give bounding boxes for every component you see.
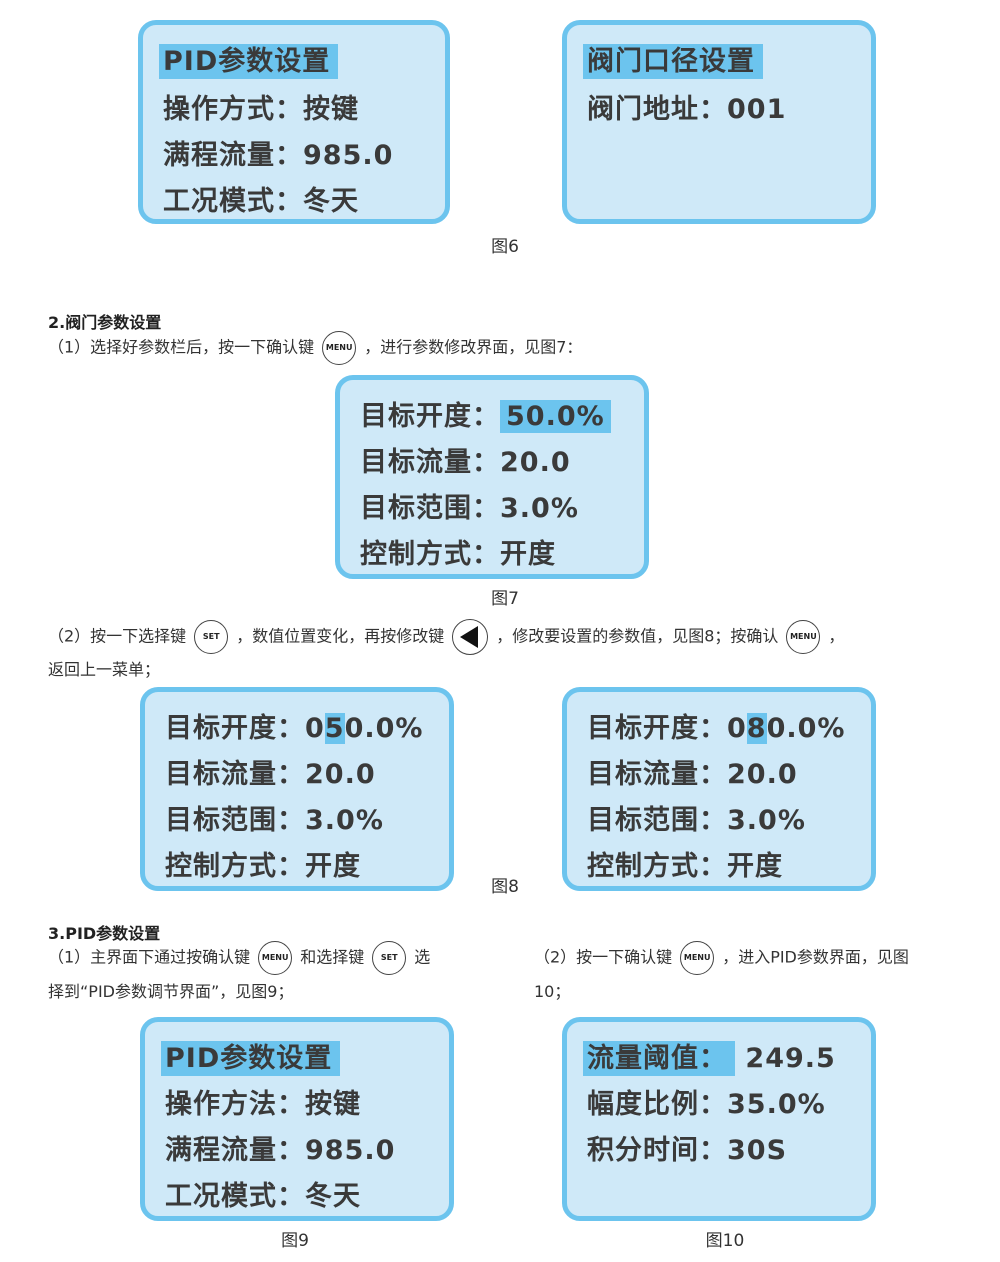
lcd-row: 控制方式：开度 [587,851,783,882]
menu-key-icon: MENU [680,941,715,975]
lcd-target-settings: 目标开度：50.0% 目标流量：20.0 目标范围：3.0% 控制方式：开度 [335,375,649,579]
lcd-row: 目标流量：20.0 [587,759,798,790]
lcd-pid-params: 流量阈值： 249.5 幅度比例：35.0% 积分时间：30S [562,1017,876,1221]
lcd-row: 控制方式：开度 [165,851,361,882]
figure-caption: 图9 [281,1231,309,1251]
lcd-row: 满程流量：985.0 [163,140,394,171]
left-arrow-key-icon [452,619,489,655]
lcd-row: 目标流量：20.0 [360,447,571,478]
section-heading: 2.阀门参数设置 [48,313,162,332]
lcd-title: PID参数设置 [159,39,339,79]
instruction-line: 择到“PID参数调节界面”，见图9； [48,982,294,1001]
lcd-row: 操作方式：按键 [163,94,359,125]
lcd-title: 阀门口径设置 [583,39,763,79]
lcd-row: 目标流量：20.0 [165,759,376,790]
instruction-line: 返回上一菜单； [48,660,161,679]
lcd-row: 目标范围：3.0% [587,805,806,836]
menu-key-icon: MENU [322,331,357,365]
menu-key-icon: MENU [786,620,821,654]
instruction-line: 10； [534,982,571,1001]
figure-caption: 图10 [705,1231,745,1251]
lcd-pid-settings-2: PID参数设置 操作方法：按键 满程流量：985.0 工况模式：冬天 [140,1017,454,1221]
lcd-edit-after: 目标开度：080.0% 目标流量：20.0 目标范围：3.0% 控制方式：开度 [562,687,876,891]
lcd-row: 满程流量：985.0 [165,1135,396,1166]
lcd-valve-caliber: 阀门口径设置 阀门地址：001 [562,20,876,224]
section-heading: 3.PID参数设置 [48,924,161,943]
edit-cursor: 8 [746,713,767,744]
lcd-row: 目标范围：3.0% [165,805,384,836]
lcd-row: 目标开度：050.0% [165,713,424,744]
lcd-edit-before: 目标开度：050.0% 目标流量：20.0 目标范围：3.0% 控制方式：开度 [140,687,454,891]
lcd-row: 工况模式：冬天 [165,1181,361,1212]
lcd-row: 目标范围：3.0% [360,493,579,524]
lcd-row: 操作方法：按键 [165,1089,361,1120]
lcd-title: PID参数设置 [161,1036,341,1076]
edit-cursor: 5 [324,713,345,744]
lcd-row: 目标开度：50.0% [360,394,611,433]
figure-caption: 图8 [491,877,519,897]
menu-key-icon: MENU [258,941,293,975]
lcd-row: 控制方式：开度 [360,539,556,570]
lcd-row: 幅度比例：35.0% [587,1089,826,1120]
lcd-row: 流量阈值： 249.5 [583,1036,836,1076]
lcd-row: 阀门地址：001 [587,94,787,125]
lcd-row: 积分时间：30S [587,1135,788,1166]
set-key-icon: SET [194,620,229,654]
figure-caption: 图7 [491,589,519,609]
lcd-pid-settings: PID参数设置 操作方式：按键 满程流量：985.0 工况模式：冬天 [138,20,450,224]
lcd-row: 工况模式：冬天 [163,186,359,217]
set-key-icon: SET [372,941,407,975]
lcd-row: 目标开度：080.0% [587,713,846,744]
figure-caption: 图6 [491,237,519,257]
